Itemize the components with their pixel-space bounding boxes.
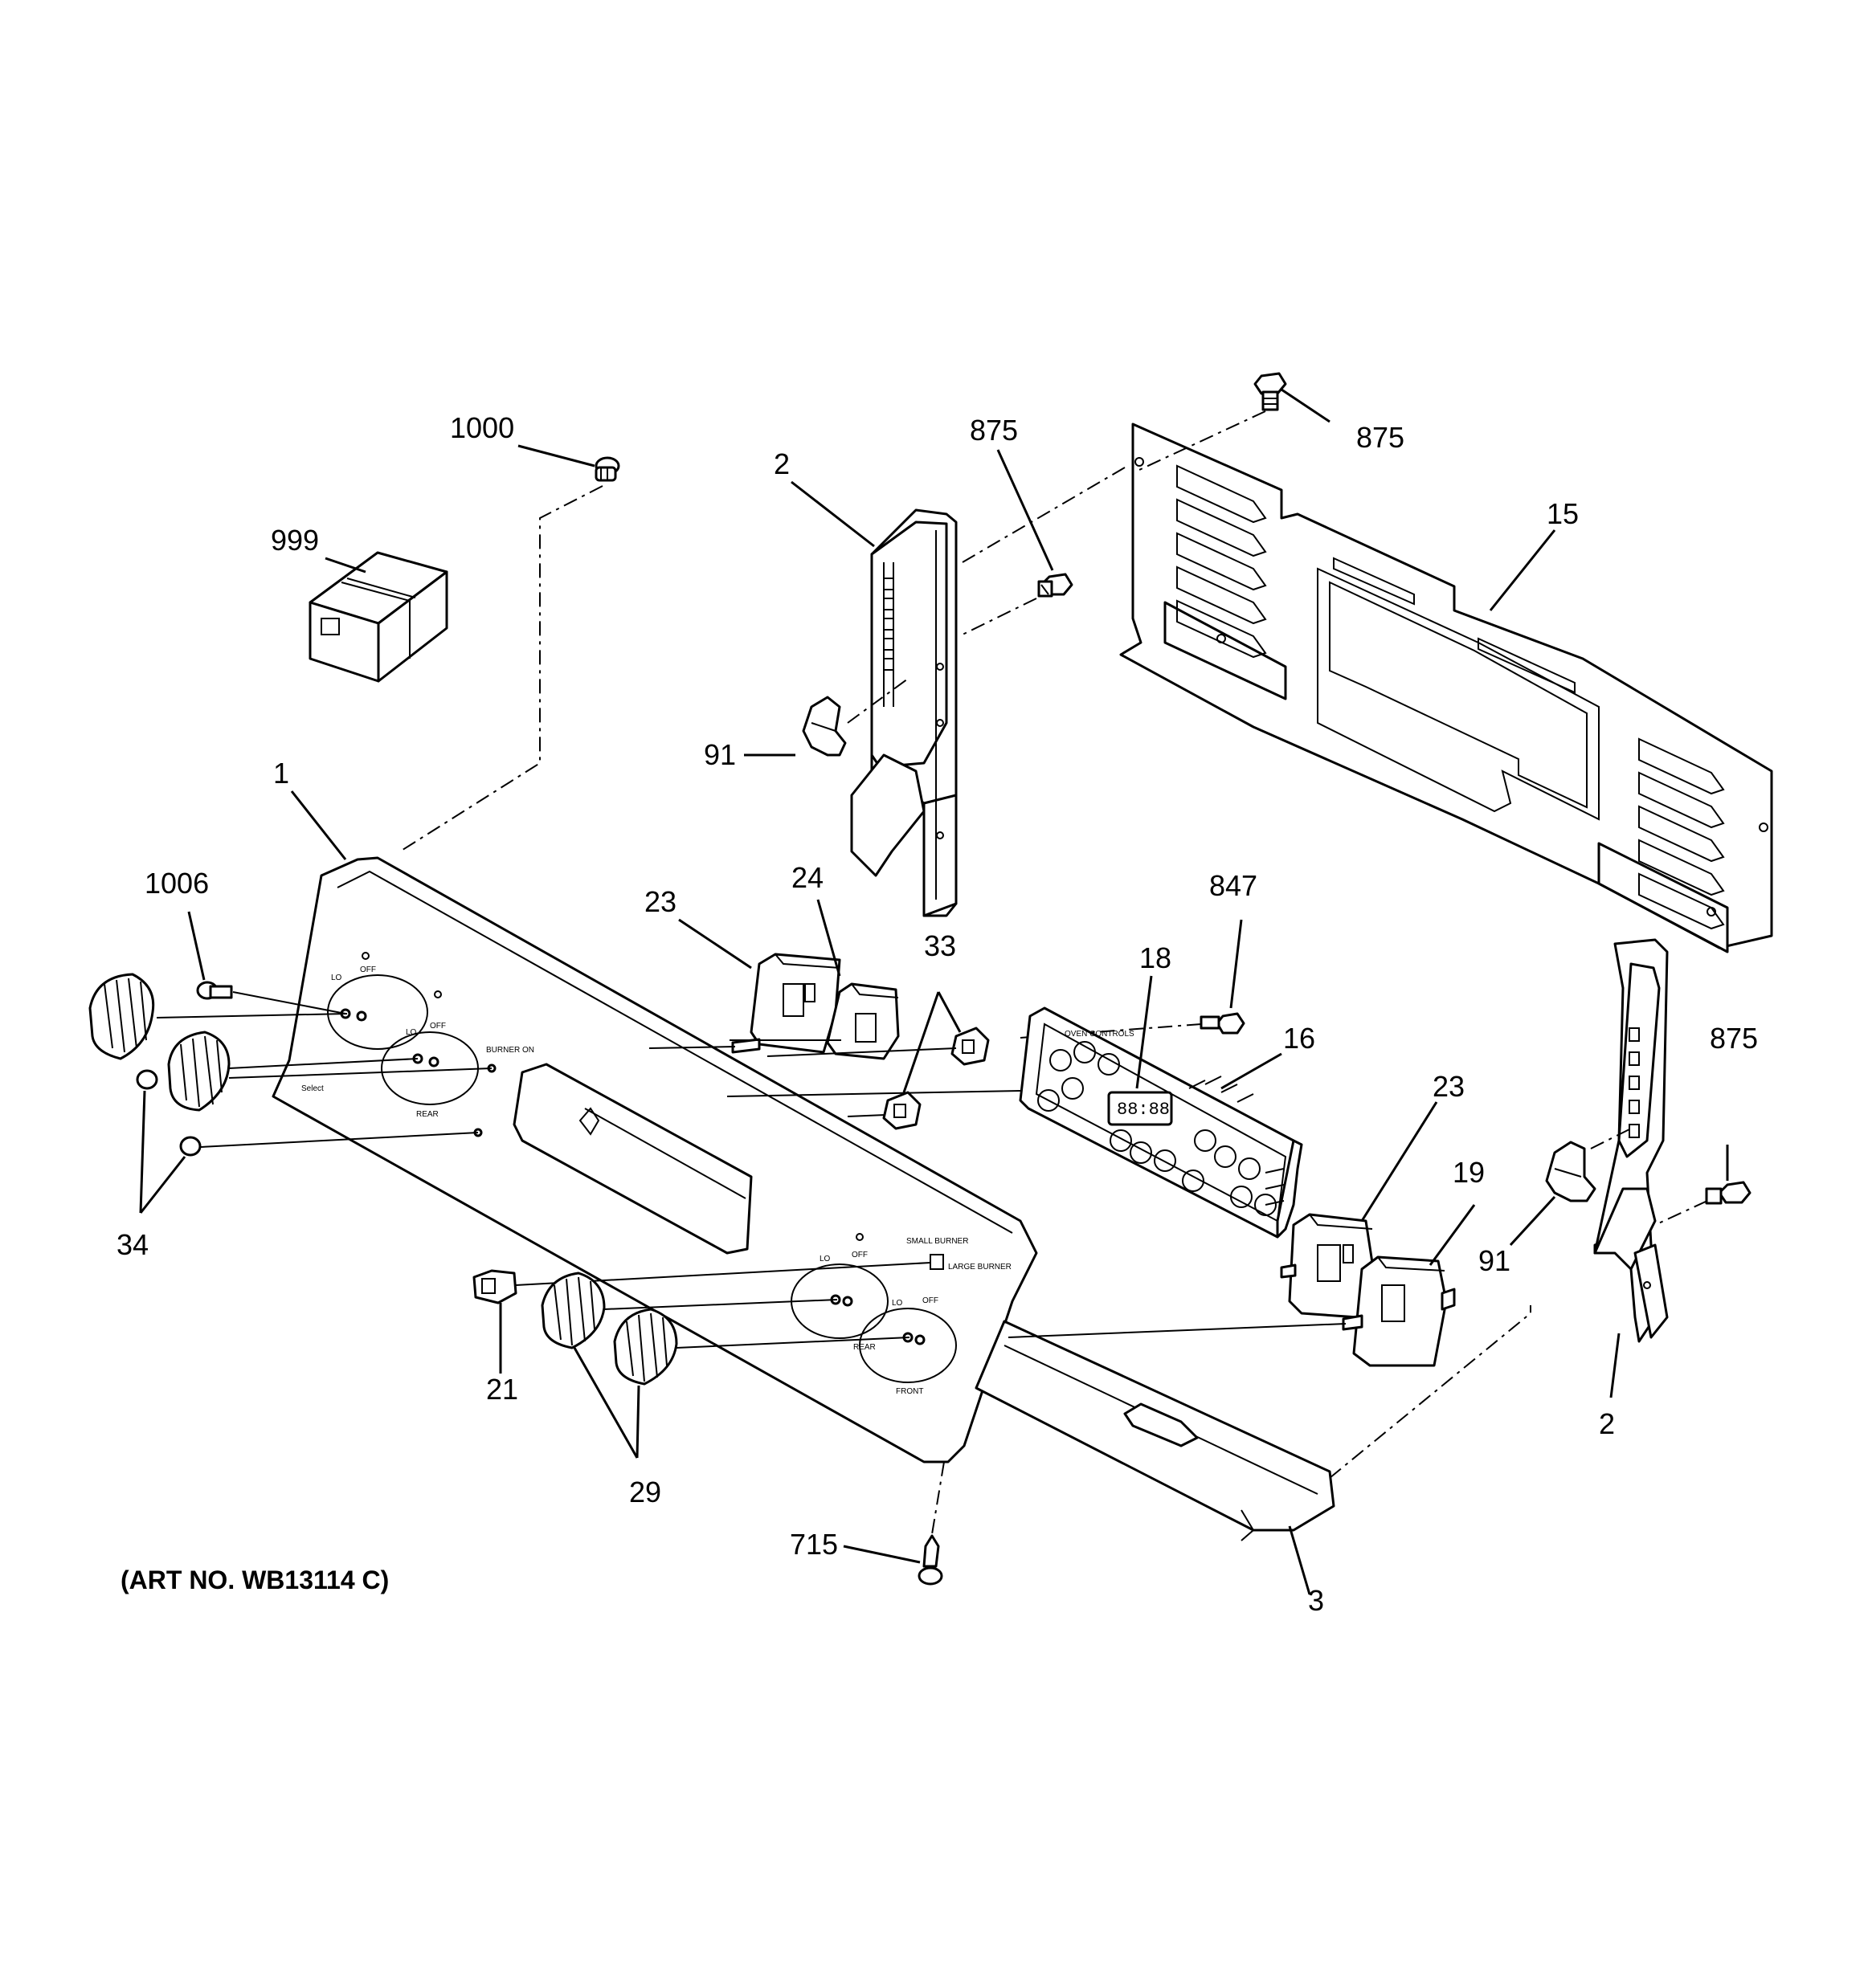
part-34-plug-2[interactable] (179, 1136, 202, 1157)
part-33-rocker-switch-1[interactable] (950, 1027, 990, 1066)
part-34-plug-1[interactable] (136, 1069, 158, 1090)
marking-lo-4: LO (892, 1299, 903, 1308)
callout-3: 3 (1308, 1584, 1324, 1617)
board-display: 88:88 (1117, 1100, 1170, 1120)
part-15-rear-panel[interactable] (1119, 423, 1773, 953)
callout-999: 999 (271, 524, 319, 557)
callout-33: 33 (924, 929, 956, 962)
callout-21: 21 (486, 1373, 518, 1406)
callout-15: 15 (1547, 497, 1579, 530)
part-875-screw-center[interactable] (1037, 573, 1073, 598)
marking-large-burner: LARGE BURNER (948, 1263, 1012, 1272)
marking-front: FRONT (896, 1387, 923, 1396)
callout-2-left: 2 (774, 447, 790, 480)
part-999-literature-box[interactable] (309, 551, 448, 683)
callout-875-top-right: 875 (1356, 421, 1404, 454)
part-1006-screw[interactable] (196, 981, 233, 1000)
part-33-rocker-switch-2[interactable] (882, 1091, 922, 1130)
part-2-side-bracket-left[interactable] (850, 508, 958, 917)
callout-1000: 1000 (450, 411, 514, 444)
part-1000-screw[interactable] (595, 456, 620, 482)
marking-lo-2: LO (406, 1028, 417, 1037)
knob-upper-left-1[interactable] (88, 973, 155, 1060)
part-2-side-bracket-right[interactable] (1593, 938, 1669, 1343)
callout-16: 16 (1283, 1022, 1315, 1055)
callout-847: 847 (1209, 869, 1257, 902)
part-715-screw[interactable] (918, 1534, 943, 1586)
part-91-clip-right[interactable] (1545, 1141, 1596, 1202)
board-header: OVEN CONTROLS (1065, 1030, 1134, 1039)
marking-select: Select (301, 1084, 324, 1093)
marking-small-burner: SMALL BURNER (906, 1237, 968, 1246)
callout-91-right: 91 (1478, 1244, 1510, 1277)
board-display-window (1107, 1091, 1173, 1126)
knob-lower-2[interactable] (613, 1308, 678, 1386)
marking-lo-3: LO (820, 1255, 831, 1263)
part-24-switch[interactable] (826, 982, 900, 1060)
part-23-switch-right[interactable] (1280, 1213, 1375, 1319)
marking-off-2: OFF (430, 1022, 446, 1031)
part-16-electronic-control[interactable]: OVEN CONTROLS 88:88 (1019, 1006, 1303, 1239)
knob-lower-1[interactable] (541, 1272, 606, 1349)
callout-18: 18 (1139, 941, 1171, 974)
part-875-screw-top-right[interactable] (1253, 372, 1287, 411)
marking-rear-2: REAR (853, 1343, 876, 1352)
callout-2-right: 2 (1599, 1407, 1615, 1440)
knob-upper-left-2[interactable] (167, 1031, 231, 1112)
callout-29: 29 (629, 1476, 661, 1508)
callout-715: 715 (790, 1528, 838, 1561)
part-21-rocker-switch[interactable] (472, 1269, 517, 1304)
callout-1006: 1006 (145, 867, 209, 900)
callout-23-left: 23 (644, 885, 676, 918)
callout-19: 19 (1453, 1156, 1485, 1189)
part-19-switch[interactable] (1342, 1255, 1456, 1367)
part-23-switch-left[interactable] (731, 953, 841, 1054)
callout-23-right: 23 (1433, 1070, 1465, 1103)
part-3-trim[interactable] (975, 1320, 1335, 1541)
callout-875-center: 875 (970, 414, 1018, 447)
marking-lo: LO (331, 974, 342, 982)
marking-off: OFF (360, 965, 376, 974)
callout-1: 1 (273, 757, 289, 790)
callout-24: 24 (791, 861, 824, 894)
part-91-clip-left[interactable] (802, 696, 847, 757)
callout-91-left: 91 (704, 738, 736, 771)
callout-875-right: 875 (1710, 1022, 1758, 1055)
part-875-screw-right[interactable] (1705, 1181, 1752, 1205)
marking-off-3: OFF (852, 1251, 868, 1259)
callout-34: 34 (116, 1228, 149, 1261)
leader-lines (139, 388, 1729, 1595)
marking-rear: REAR (416, 1110, 439, 1119)
art-number: (ART NO. WB13114 C) (121, 1565, 389, 1594)
marking-off-4: OFF (922, 1296, 938, 1305)
part-847-screw[interactable] (1200, 1012, 1245, 1035)
marking-burner-on: BURNER ON (486, 1046, 534, 1055)
